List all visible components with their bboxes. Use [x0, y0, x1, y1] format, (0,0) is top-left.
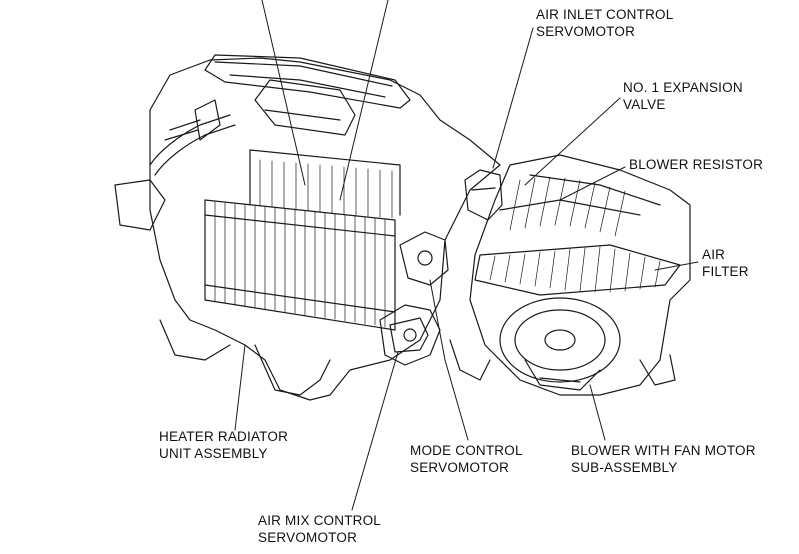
air-mix-servomotor — [379, 304, 441, 366]
air-filter — [474, 244, 681, 296]
label-line: VALVE — [623, 97, 666, 112]
label-line: SERVOMOTOR — [258, 530, 358, 545]
top-duct — [204, 54, 411, 136]
heater-housing-outline — [114, 57, 501, 401]
label-line: NO. 1 EXPANSION — [623, 80, 743, 95]
label-line: HEATER RADIATOR — [159, 429, 289, 444]
label-line: AIR MIX CONTROL — [258, 513, 382, 528]
label-line: AIR — [702, 247, 726, 262]
label-line: SERVOMOTOR — [410, 460, 510, 475]
mode-control-label: MODE CONTROL SERVOMOTOR — [410, 442, 523, 476]
air-filter-label: AIR FILTER — [702, 246, 749, 280]
label-line: BLOWER WITH FAN MOTOR — [571, 443, 756, 458]
heater-radiator-label: HEATER RADIATOR UNIT ASSEMBLY — [159, 428, 288, 462]
label-line: BLOWER RESISTOR — [629, 157, 764, 172]
blower-fan-label: BLOWER WITH FAN MOTOR SUB-ASSEMBLY — [571, 442, 756, 476]
label-line: SERVOMOTOR — [536, 24, 636, 39]
heater-pipes — [149, 99, 236, 176]
radiator-core — [204, 149, 401, 331]
blower-resistor-label: BLOWER RESISTOR — [629, 156, 763, 173]
blower-fan-wheel — [499, 297, 621, 391]
expansion-valve-label: NO. 1 EXPANSION VALVE — [623, 79, 743, 113]
label-line: UNIT ASSEMBLY — [159, 446, 268, 461]
housing-feet — [449, 339, 676, 386]
air-inlet-servomotor — [464, 169, 503, 221]
label-line: SUB-ASSEMBLY — [571, 460, 678, 475]
leader-lines — [234, 0, 699, 511]
air-mix-label: AIR MIX CONTROL SERVOMOTOR — [258, 512, 381, 546]
mode-control-servomotor — [399, 231, 449, 286]
label-line: AIR INLET CONTROL — [536, 7, 674, 22]
label-line: FILTER — [702, 264, 749, 279]
label-line: MODE CONTROL — [410, 443, 523, 458]
air-inlet-label: AIR INLET CONTROL SERVOMOTOR — [536, 6, 673, 40]
